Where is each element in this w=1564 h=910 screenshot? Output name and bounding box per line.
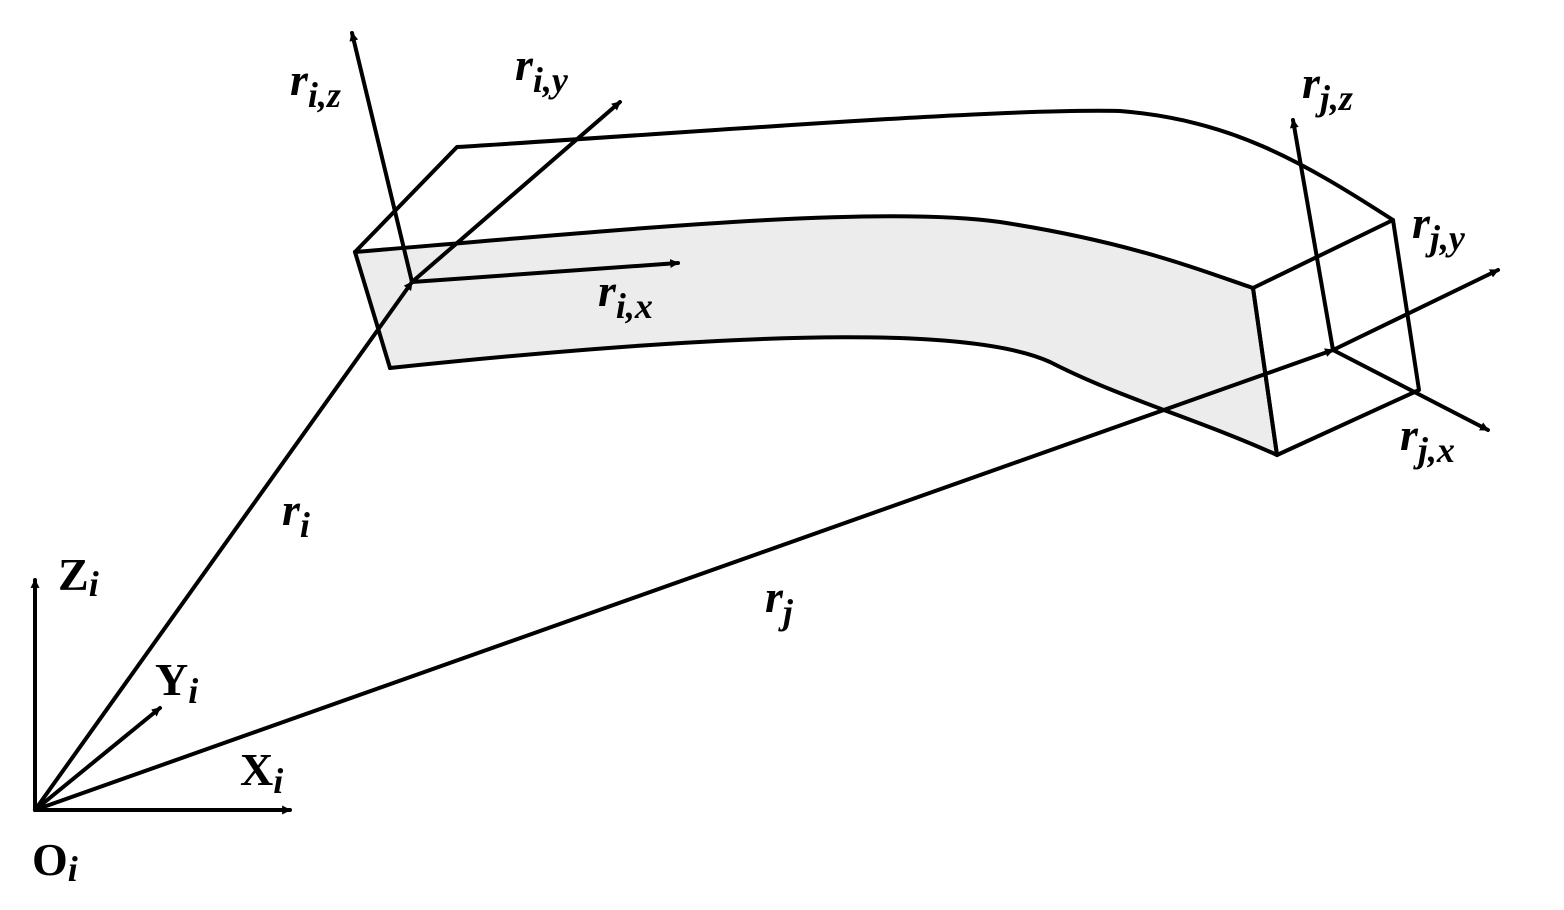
label-r-j-x: rj,x	[1400, 409, 1455, 470]
label-r-j: rj	[765, 571, 794, 632]
label-global-y: Yi	[155, 654, 198, 711]
beam-top-back-edge	[353, 108, 1395, 254]
vector-r-i-y	[410, 100, 622, 284]
label-r-i: ri	[282, 484, 310, 545]
beam-top-front-edge	[353, 214, 1255, 290]
position-vectors	[33, 280, 1335, 812]
global-frame	[30, 578, 292, 815]
label-r-j-y: rj,y	[1412, 197, 1466, 258]
local-frame-j	[1289, 118, 1500, 432]
label-origin: Oi	[32, 834, 78, 889]
global-y-axis	[33, 706, 162, 812]
local-frame-i	[349, 31, 680, 284]
label-global-z: Zi	[58, 549, 99, 604]
beam-end-cross-section	[1251, 218, 1421, 457]
label-r-j-z: rj,z	[1302, 57, 1353, 118]
vector-r-j-z	[1289, 118, 1335, 352]
beam-element	[353, 108, 1421, 457]
vector-r-j-y	[1331, 268, 1500, 352]
vector-r-i	[33, 280, 414, 812]
vector-r-i-z	[349, 31, 414, 284]
label-r-i-z: ri,z	[290, 54, 341, 115]
vector-r-j-x	[1331, 348, 1490, 432]
beam-end-edge-front	[1251, 286, 1279, 457]
beam-bottom-front-edge	[388, 335, 1279, 457]
vector-r-j	[33, 348, 1335, 812]
beam-start-left-edge	[353, 250, 392, 370]
label-r-i-x: ri,x	[598, 265, 653, 326]
labels: Oi Zi Yi Xi ri rj ri,x ri,y ri,z rj,x rj	[32, 39, 1466, 889]
label-global-x: Xi	[240, 744, 283, 801]
label-r-i-y: ri,y	[515, 39, 569, 100]
vector-r-i-x	[410, 259, 680, 284]
